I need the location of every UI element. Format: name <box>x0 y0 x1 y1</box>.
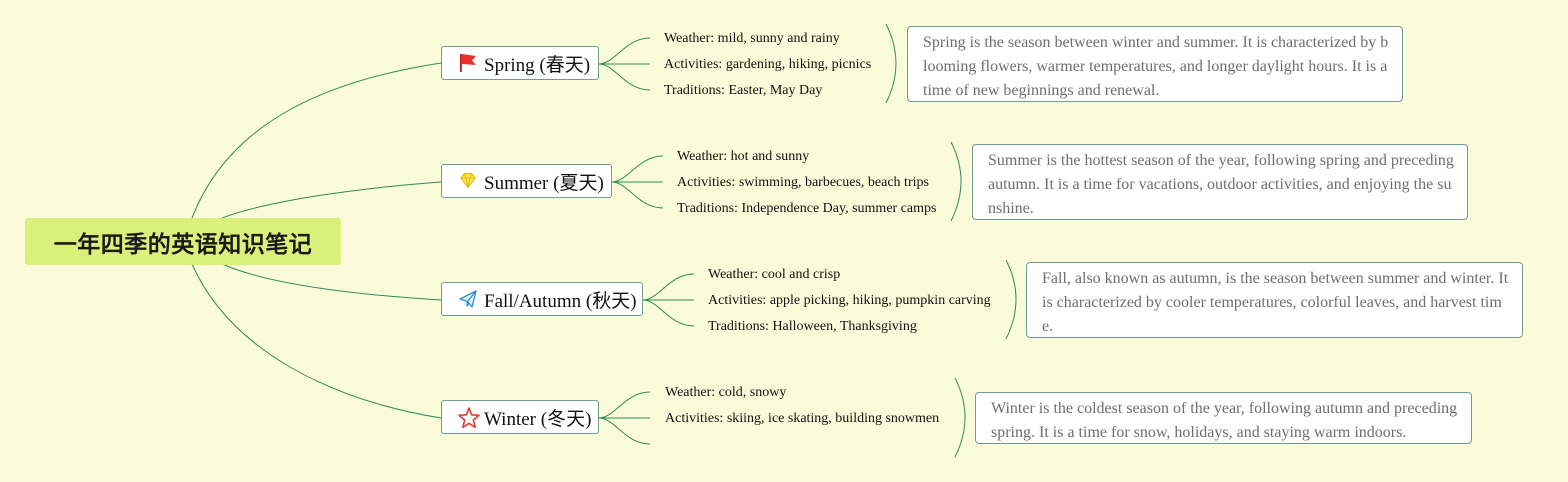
topic-spring[interactable]: Spring (春天) <box>441 46 599 80</box>
root-topic[interactable]: 一年四季的英语知识笔记 <box>25 218 341 265</box>
topic-winter[interactable]: Winter (冬天) <box>441 400 599 434</box>
topic-summer[interactable]: Summer (夏天) <box>441 164 612 198</box>
topic-label: Spring (春天) <box>484 54 591 76</box>
detail-traditions: Traditions: Independence Day, summer cam… <box>677 201 937 216</box>
detail-weather: Weather: hot and sunny <box>677 149 810 164</box>
detail-weather: Weather: cold, snowy <box>665 385 787 400</box>
detail-traditions: Traditions: Halloween, Thanksgiving <box>708 319 917 334</box>
topic-label: Fall/Autumn (秋天) <box>484 290 637 312</box>
red-flag-icon <box>457 52 479 74</box>
topic-fall-autumn[interactable]: Fall/Autumn (秋天) <box>441 282 643 316</box>
note-summer[interactable]: Summer is the hottest season of the year… <box>972 144 1468 220</box>
detail-activities: Activities: gardening, hiking, picnics <box>664 57 872 72</box>
detail-activities: Activities: skiing, ice skating, buildin… <box>665 411 940 426</box>
topic-label: Summer (夏天) <box>484 172 604 194</box>
detail-activities: Activities: swimming, barbecues, beach t… <box>677 175 929 190</box>
yellow-diamond-icon <box>457 170 479 192</box>
detail-activities: Activities: apple picking, hiking, pumpk… <box>708 293 991 308</box>
note-spring[interactable]: Spring is the season between winter and … <box>907 26 1403 102</box>
note-winter[interactable]: Winter is the coldest season of the year… <box>975 392 1472 444</box>
red-star-outline-icon <box>457 406 480 429</box>
paper-plane-icon <box>457 288 479 310</box>
note-fall[interactable]: Fall, also known as autumn, is the seaso… <box>1026 262 1523 338</box>
detail-weather: Weather: cool and crisp <box>708 267 841 282</box>
topic-label: Winter (冬天) <box>484 408 592 430</box>
detail-weather: Weather: mild, sunny and rainy <box>664 31 840 46</box>
detail-traditions: Traditions: Easter, May Day <box>664 83 823 98</box>
